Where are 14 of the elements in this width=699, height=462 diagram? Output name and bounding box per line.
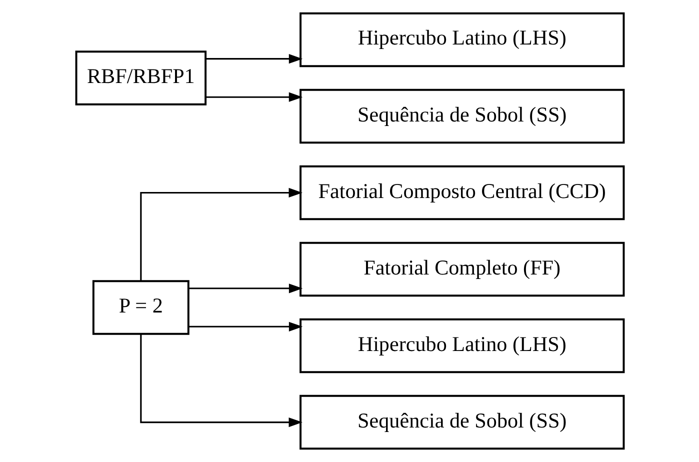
- node-box: Sequência de Sobol (SS): [299, 394, 624, 450]
- node-box: Hipercubo Latino (LHS): [299, 318, 624, 374]
- arrow: [205, 54, 302, 64]
- node-box: Hipercubo Latino (LHS): [299, 12, 624, 68]
- node-box: Fatorial Completo (FF): [299, 242, 624, 297]
- node-box: Sequência de Sobol (SS): [299, 88, 624, 144]
- arrow: [140, 188, 302, 281]
- arrow: [188, 284, 302, 294]
- arrow: [188, 322, 302, 332]
- node-box: RBF/RBFP1: [74, 50, 206, 106]
- arrow: [140, 334, 302, 428]
- node-box: P = 2: [92, 280, 189, 335]
- node-box: Fatorial Composto Central (CCD): [299, 165, 624, 220]
- arrow: [205, 92, 302, 102]
